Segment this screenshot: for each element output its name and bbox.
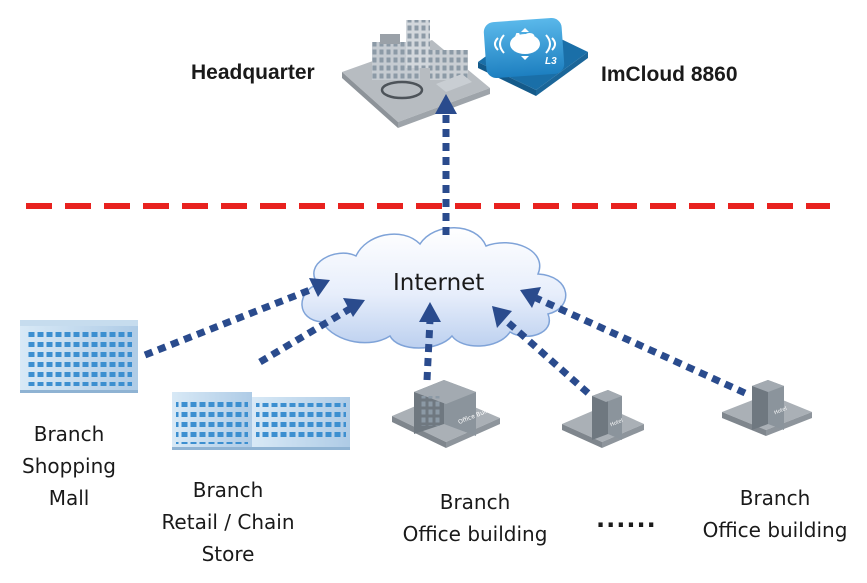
office-tower-icon	[562, 390, 644, 448]
branch-type-line: Shopping	[22, 454, 116, 478]
shopping-mall-building-icon	[20, 320, 138, 393]
branch-office-tower-label: Branch Office building	[686, 482, 864, 546]
arrowhead	[520, 287, 541, 308]
retail-store-building-icon	[172, 392, 350, 450]
internet-label: Internet	[393, 270, 485, 296]
tower1-to-internet-arrow	[500, 315, 591, 396]
branch-title: Branch	[739, 486, 811, 510]
office-to-internet-arrow	[423, 319, 434, 381]
branch-office-label: Branch Office building	[384, 486, 566, 550]
branch-type-line: Mall	[48, 486, 90, 510]
branch-type-line: Office building	[402, 522, 548, 546]
more-branches-ellipsis: ......	[596, 505, 657, 533]
office-tower-icon	[722, 380, 812, 436]
branch-title: Branch	[439, 490, 511, 514]
office-building-icon	[392, 380, 500, 448]
mall-to-internet-arrow	[143, 284, 317, 359]
arrowhead	[343, 298, 365, 317]
branch-retail-store-label: Branch Retail / Chain Store	[146, 474, 310, 570]
arrowhead	[309, 278, 330, 297]
tower2-to-internet-arrow	[534, 294, 747, 397]
branch-type-line: Retail / Chain	[161, 510, 295, 534]
ac-controller-icon	[478, 18, 588, 96]
branch-type-line: Store	[201, 542, 255, 566]
ac-badge-sub-text: L3	[545, 56, 557, 67]
ac-badge-text: AC	[512, 31, 536, 48]
arrowhead	[492, 306, 512, 328]
branch-title: Branch	[192, 478, 264, 502]
branch-type-line: Office building	[702, 518, 848, 542]
branch-title: Branch	[33, 422, 105, 446]
arrowhead-up	[435, 94, 457, 114]
headquarter-label: Headquarter	[191, 61, 315, 84]
retail-to-internet-arrow	[258, 303, 355, 366]
arrowhead	[419, 302, 441, 322]
controller-label: ImCloud 8860	[601, 63, 738, 86]
branch-shopping-mall-label: Branch Shopping Mall	[4, 418, 134, 514]
headquarter-building-icon	[342, 20, 490, 128]
